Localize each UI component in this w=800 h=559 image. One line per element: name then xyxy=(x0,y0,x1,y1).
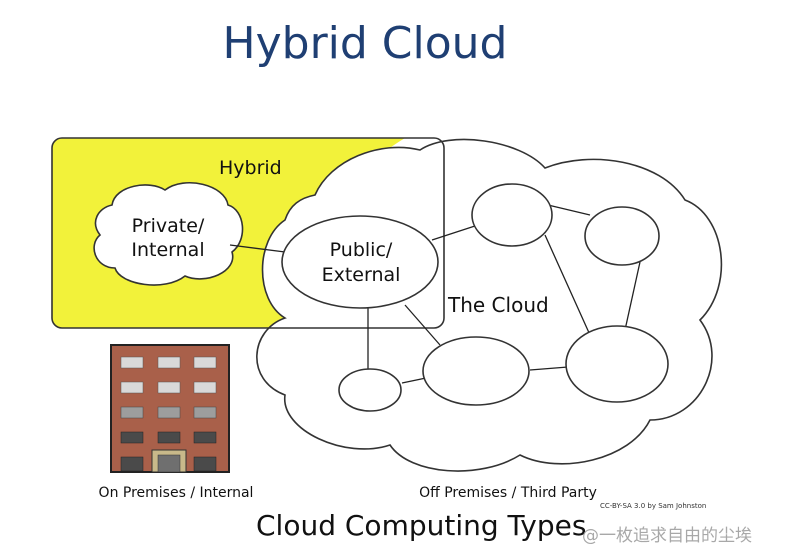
public-label-line1: Public/ xyxy=(330,239,393,261)
private-label-line2: Internal xyxy=(131,239,204,261)
off-premises-caption: Off Premises / Third Party xyxy=(419,485,597,501)
license-credit: CC-BY-SA 3.0 by Sam Johnston xyxy=(600,502,706,510)
cloud-node-bottom-right xyxy=(566,326,668,402)
the-cloud-label: The Cloud xyxy=(447,293,549,317)
cloud-node-small xyxy=(339,369,401,411)
office-building-icon xyxy=(111,345,229,472)
watermark: @一枚追求自由的尘埃 xyxy=(582,521,752,546)
public-label-line2: External xyxy=(322,264,401,286)
bottom-title: Cloud Computing Types xyxy=(256,509,586,542)
cloud-node-bottom-center xyxy=(423,337,529,405)
hybrid-label: Hybrid xyxy=(219,157,282,179)
private-label-line1: Private/ xyxy=(132,215,205,237)
cloud-node-right xyxy=(585,207,659,265)
public-external-node xyxy=(282,216,438,308)
on-premises-caption: On Premises / Internal xyxy=(99,485,254,501)
cloud-node-top xyxy=(472,184,552,246)
